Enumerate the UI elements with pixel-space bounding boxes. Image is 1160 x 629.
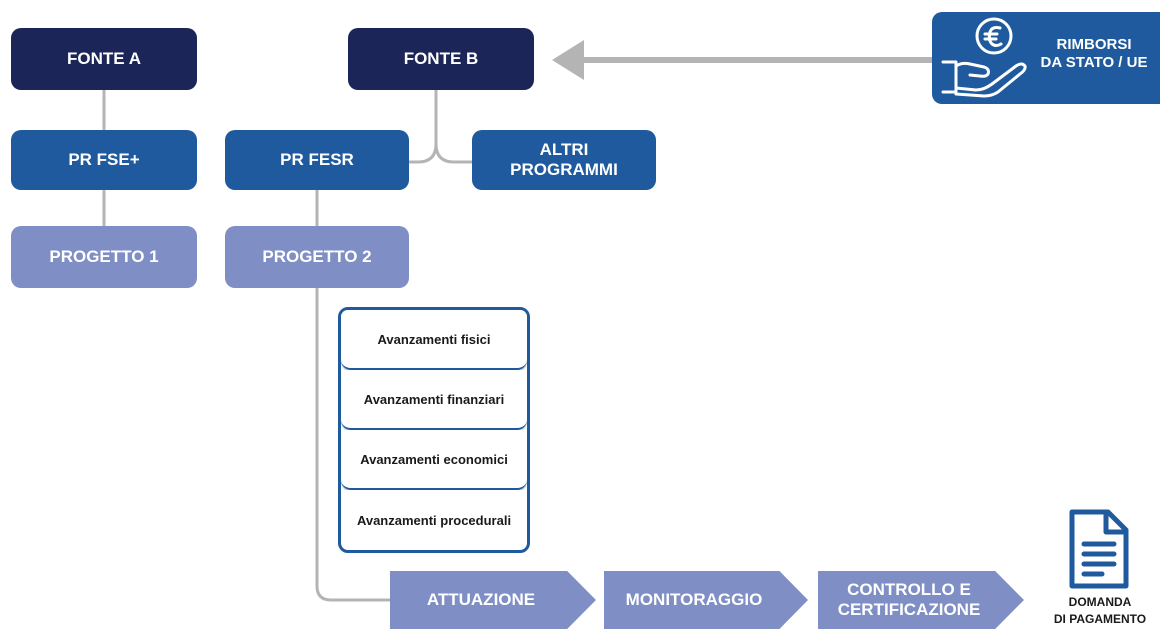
fonte-b-label: FONTE B [403,48,479,68]
avanzamenti-fisici: Avanzamenti fisici [341,310,527,370]
progetto-2-box: PROGETTO 2 [225,226,409,288]
phase-monitoraggio-label: MONITORAGGIO [625,589,763,609]
euro-hand-icon [941,17,1027,98]
phase-attuazione: ATTUAZIONE [390,571,596,629]
phase-controllo-label: CONTROLLO E CERTIFICAZIONE [837,579,981,619]
phase-controllo-certificazione: CONTROLLO E CERTIFICAZIONE [818,571,1024,629]
rimborsi-label: RIMBORSI DA STATO / UE [1040,36,1148,71]
fonte-b-box: FONTE B [348,28,534,90]
domanda-pagamento-label: DOMANDA DI PAGAMENTO [1053,595,1147,627]
altri-programmi-label: ALTRI PROGRAMMI [510,139,618,179]
phase-monitoraggio: MONITORAGGIO [604,571,808,629]
progetto-2-label: PROGETTO 2 [262,246,372,266]
pr-fesr-label: PR FESR [280,149,354,169]
document-icon [1069,509,1129,589]
phase-attuazione-label: ATTUAZIONE [426,589,536,609]
avanzamenti-finanziari: Avanzamenti finanziari [341,370,527,430]
avanzamenti-economici: Avanzamenti economici [341,430,527,490]
pr-fesr-box: PR FESR [225,130,409,190]
altri-programmi-box: ALTRI PROGRAMMI [472,130,656,190]
progetto-1-box: PROGETTO 1 [11,226,197,288]
connector-fonte-b-split [406,88,474,164]
pr-fse-label: PR FSE+ [68,149,140,169]
fonte-a-box: FONTE A [11,28,197,90]
progetto-1-label: PROGETTO 1 [49,246,159,266]
avanzamenti-list: Avanzamenti fisici Avanzamenti finanziar… [338,307,530,553]
rimborsi-arrow-head [552,40,584,80]
avanzamenti-procedurali: Avanzamenti procedurali [341,490,527,550]
fonte-a-label: FONTE A [67,48,141,68]
pr-fse-box: PR FSE+ [11,130,197,190]
connector-progetto-2-attuazione [315,286,394,602]
